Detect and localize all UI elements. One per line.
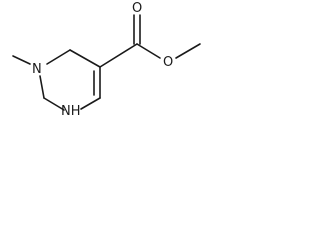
bond-c6-nh — [80, 97, 101, 110]
atom-o-carbonyl: O — [132, 1, 142, 16]
atom-nh: NH — [61, 104, 81, 119]
bond-nh-ch2 — [43, 97, 65, 111]
bond-ch2-c5 — [69, 49, 101, 68]
bond-c5-carbonyl — [99, 43, 138, 68]
structural-formula: N NH O O — [12, 1, 201, 119]
atom-o-ester: O — [163, 55, 173, 70]
bond-carbonyl-o-ester — [136, 43, 161, 59]
bond-lines — [12, 14, 201, 111]
bond-o-methyl — [175, 43, 201, 59]
bond-ch2-n — [39, 75, 45, 99]
atom-labels: N NH O O — [32, 1, 173, 119]
bond-n-methyl — [12, 55, 31, 65]
bond-n-ch2-top — [46, 49, 71, 65]
atom-n-methyl: N — [32, 62, 42, 77]
